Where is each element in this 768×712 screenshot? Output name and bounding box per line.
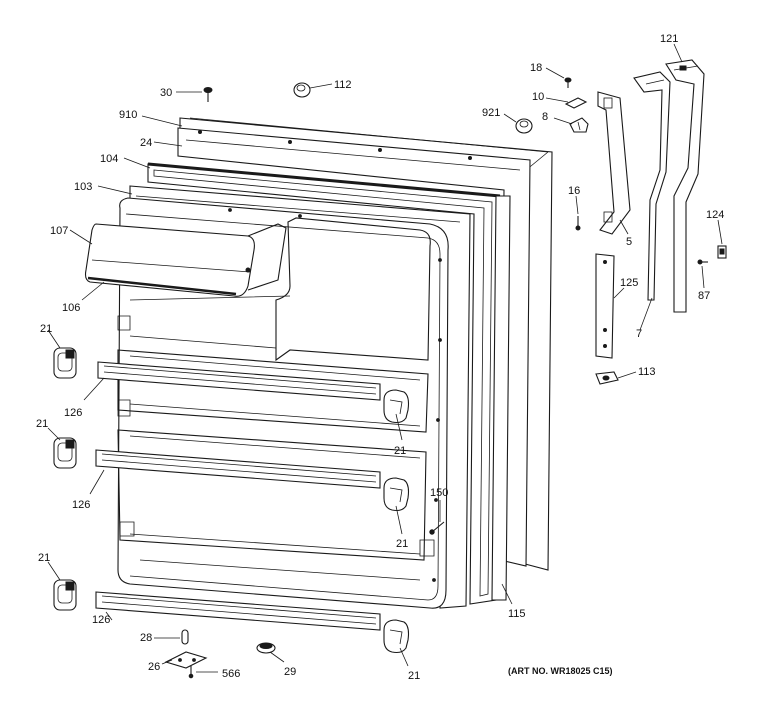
shelf-126-middle <box>95 449 381 489</box>
callout-921: 921 <box>482 107 500 119</box>
callout-124: 124 <box>706 209 724 221</box>
hinge-arm-7 <box>633 71 671 301</box>
cap-921 <box>515 118 533 134</box>
screw-16 <box>575 216 581 231</box>
dairy-door-107 <box>84 223 287 297</box>
callout-115: 115 <box>508 608 526 620</box>
callout-labels: 30 112 910 24 104 103 107 106 21 126 21 … <box>36 33 724 682</box>
shelf-end-cap-left-1 <box>53 347 77 379</box>
spring-28 <box>181 629 189 645</box>
callout-10: 10 <box>532 91 544 103</box>
callout-106: 106 <box>62 302 80 314</box>
callout-112: 112 <box>334 79 352 91</box>
screw-150 <box>429 521 445 535</box>
screw-30 <box>203 87 213 102</box>
shelf-end-cap-right-1 <box>383 389 410 424</box>
callout-566: 566 <box>222 668 240 680</box>
hinge-plate-125 <box>595 253 615 359</box>
callout-29: 29 <box>284 666 296 678</box>
shelf-end-cap-left-2 <box>53 437 77 469</box>
callout-16: 16 <box>568 185 580 197</box>
hinge-bracket-5 <box>597 91 631 235</box>
clip-124 <box>717 245 727 259</box>
callout-30: 30 <box>160 87 172 99</box>
callout-21-right-3: 21 <box>408 670 420 682</box>
callout-21-right-2: 21 <box>396 538 408 550</box>
hinge-pin-10 <box>564 97 588 109</box>
plug-112 <box>293 82 311 98</box>
callout-126-middle: 126 <box>72 499 90 511</box>
shelf-end-cap-left-3 <box>53 579 77 611</box>
callout-21-right-1: 21 <box>394 445 406 457</box>
callout-21-left-1: 21 <box>40 323 52 335</box>
callout-107: 107 <box>50 225 68 237</box>
screw-566 <box>188 666 194 679</box>
shelf-end-cap-right-2 <box>383 477 410 512</box>
callout-121: 121 <box>660 33 678 45</box>
callout-126-top: 126 <box>64 407 82 419</box>
callout-126-bottom: 126 <box>92 614 110 626</box>
callout-5: 5 <box>626 236 632 248</box>
callout-28: 28 <box>140 632 152 644</box>
callout-18: 18 <box>530 62 542 74</box>
leader-lines <box>47 43 723 673</box>
callout-26: 26 <box>148 661 160 673</box>
callout-103: 103 <box>74 181 92 193</box>
callout-7: 7 <box>636 328 642 340</box>
bushing-8 <box>569 117 589 133</box>
callout-21-left-3: 21 <box>38 552 50 564</box>
bracket-26 <box>164 651 208 669</box>
callout-150: 150 <box>430 487 448 499</box>
callout-125: 125 <box>620 277 638 289</box>
callout-24: 24 <box>140 137 152 149</box>
strip-115 <box>491 195 511 601</box>
callout-21-left-2: 21 <box>36 418 48 430</box>
callout-87: 87 <box>698 290 710 302</box>
hinge-cover-113 <box>595 371 619 385</box>
callout-910: 910 <box>119 109 137 121</box>
callout-113: 113 <box>638 366 656 378</box>
callout-8: 8 <box>542 111 548 123</box>
shelf-126-bottom <box>95 591 381 631</box>
hinge-arm-121 <box>665 59 705 313</box>
shelf-end-cap-right-3 <box>383 619 410 654</box>
door-liner <box>117 197 449 609</box>
callout-104: 104 <box>100 153 118 165</box>
screw-18 <box>564 77 572 88</box>
shelf-126-top <box>97 361 381 401</box>
art-number: (ART NO. WR18025 C15) <box>508 666 613 676</box>
screw-87 <box>697 259 708 265</box>
cap-29 <box>256 642 276 654</box>
